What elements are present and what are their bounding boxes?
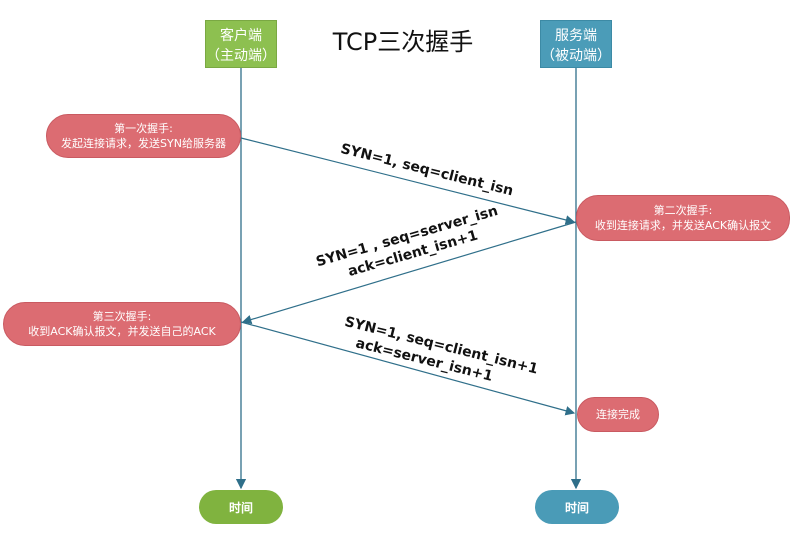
client-time-pill: 时间 [199, 490, 283, 524]
step2-title: 第二次握手: [653, 204, 713, 217]
client-header: 客户端 （主动端） [205, 20, 277, 68]
syn-arrow [240, 137, 576, 225]
diagram-title: TCP三次握手 [332, 28, 474, 56]
step1-note: 第一次握手: 发起连接请求，发送SYN给服务器 [46, 114, 241, 158]
server-time-pill: 时间 [535, 490, 619, 524]
syn-ack-arrow [241, 221, 577, 325]
server-role: （被动端） [541, 48, 611, 64]
step2-desc: 收到连接请求，并发送ACK确认报文 [594, 219, 772, 232]
ack-arrow [240, 321, 576, 416]
step1-title: 第一次握手: [114, 122, 173, 135]
client-role: （主动端） [206, 48, 276, 64]
server-name: 服务端 [555, 28, 597, 44]
step1-desc: 发起连接请求，发送SYN给服务器 [61, 137, 226, 150]
connection-complete-note: 连接完成 [577, 397, 659, 432]
step3-note: 第三次握手: 收到ACK确认报文，并发送自己的ACK [3, 302, 241, 346]
step3-desc: 收到ACK确认报文，并发送自己的ACK [28, 325, 216, 338]
step2-note: 第二次握手: 收到连接请求，并发送ACK确认报文 [576, 195, 790, 241]
client-name: 客户端 [220, 28, 262, 44]
step3-title: 第三次握手: [92, 310, 152, 323]
server-header: 服务端 （被动端） [540, 20, 612, 68]
done-label: 连接完成 [596, 408, 640, 421]
